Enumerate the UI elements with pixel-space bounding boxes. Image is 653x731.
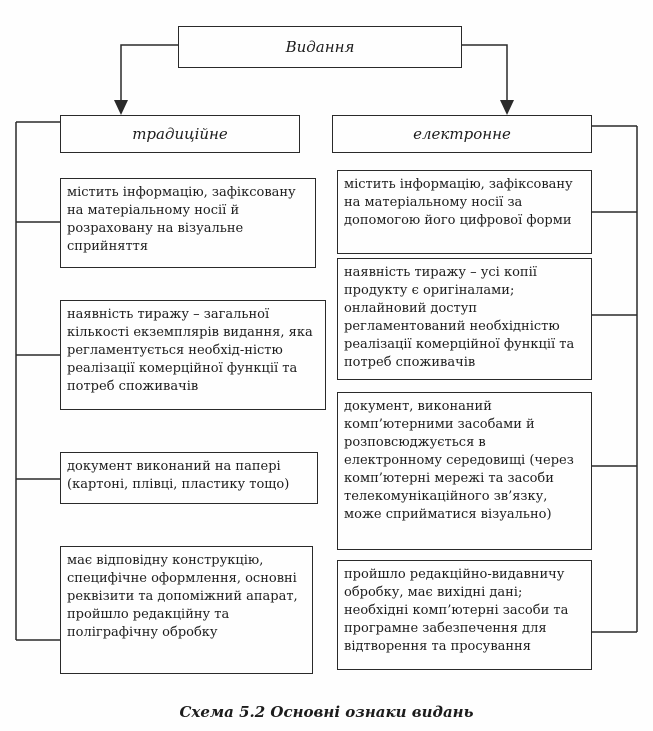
electronic-feature-1-text: містить інформацію, зафіксовану на матер… [344, 177, 573, 228]
traditional-feature-3-text: документ виконаний на папері (картоні, п… [67, 459, 290, 492]
electronic-feature-4-text: пройшло редакційно-видавничу обробку, ма… [344, 567, 569, 654]
arrow-right-icon [500, 100, 514, 115]
traditional-feature-4: має відповідну конструкцію, специфічне о… [60, 546, 313, 674]
electronic-feature-3: документ, виконаний комп’ютерними засоба… [337, 392, 592, 550]
connector-root-right [462, 44, 508, 103]
electronic-header-label: електронне [413, 125, 511, 143]
arrow-left-icon [114, 100, 128, 115]
electronic-feature-3-text: документ, виконаний комп’ютерними засоба… [344, 399, 574, 522]
traditional-feature-3: документ виконаний на папері (картоні, п… [60, 452, 318, 504]
electronic-feature-4: пройшло редакційно-видавничу обробку, ма… [337, 560, 592, 670]
traditional-feature-4-text: має відповідну конструкцію, специфічне о… [67, 553, 298, 640]
traditional-feature-2: наявність тиражу – загальної кількості е… [60, 300, 326, 410]
traditional-feature-1: містить інформацію, зафіксовану на матер… [60, 178, 316, 268]
electronic-feature-1: містить інформацію, зафіксовану на матер… [337, 170, 592, 254]
root-label: Видання [285, 38, 355, 56]
traditional-header-label: традиційне [132, 125, 228, 143]
connector-root-left [120, 44, 178, 103]
traditional-feature-1-text: містить інформацію, зафіксовану на матер… [67, 185, 296, 254]
traditional-feature-2-text: наявність тиражу – загальної кількості е… [67, 307, 313, 394]
traditional-header: традиційне [60, 115, 300, 153]
electronic-feature-2: наявність тиражу – усі копії продукту є … [337, 258, 592, 380]
electronic-header: електронне [332, 115, 592, 153]
root-node: Видання [178, 26, 462, 68]
electronic-feature-2-text: наявність тиражу – усі копії продукту є … [344, 265, 575, 370]
figure-caption: Схема 5.2 Основні ознаки видань [179, 703, 474, 721]
